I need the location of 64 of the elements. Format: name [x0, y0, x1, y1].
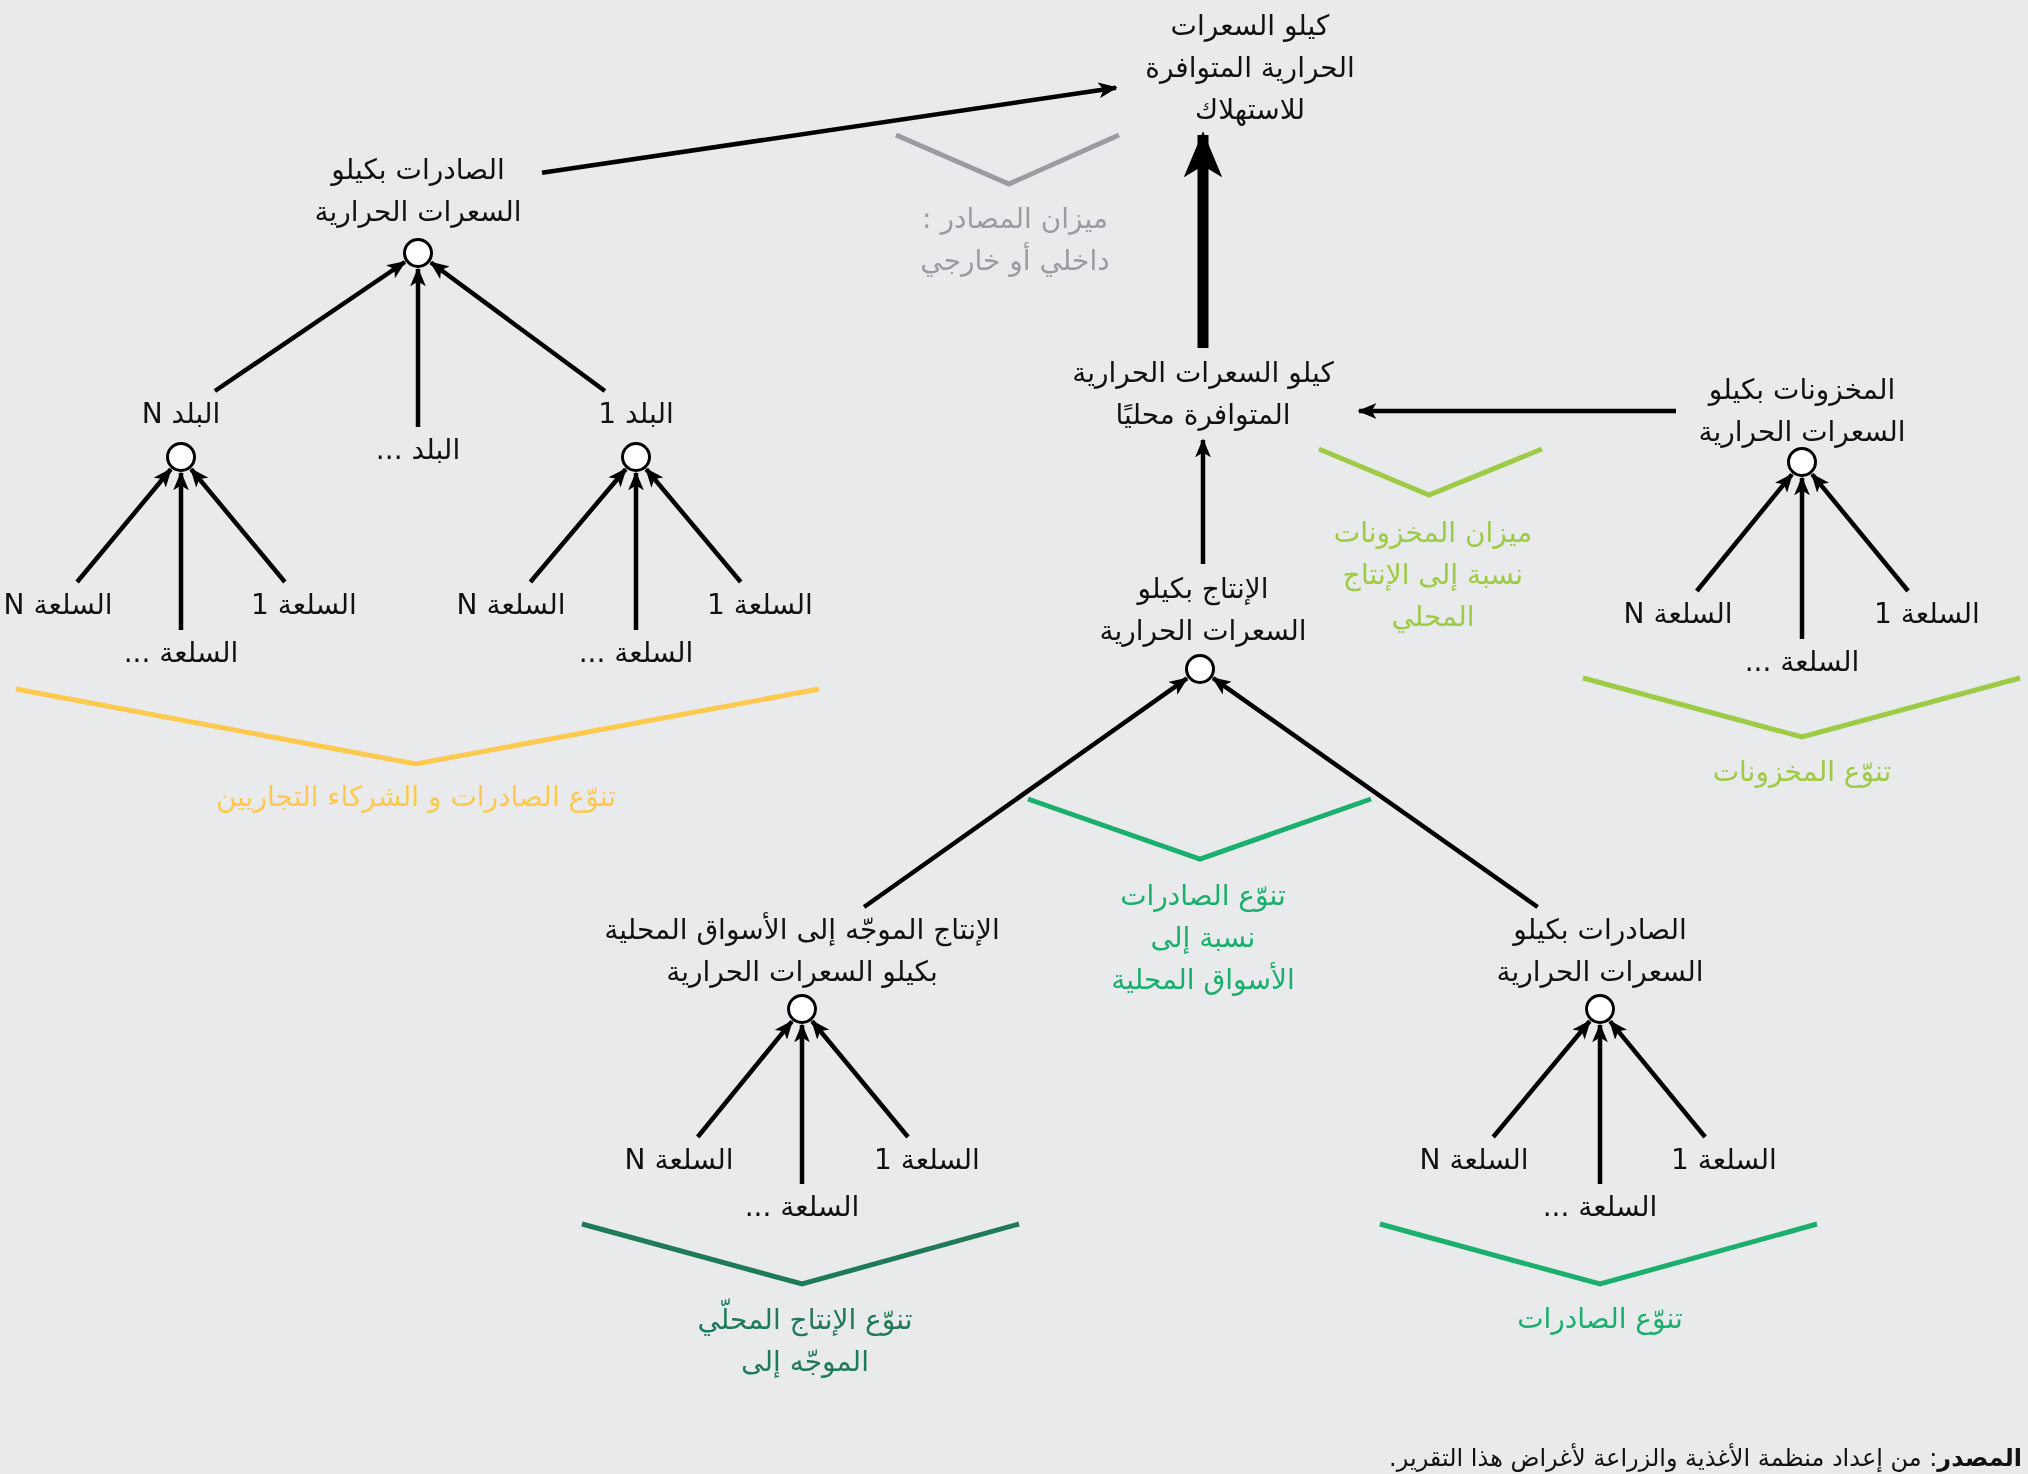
- node-text: السلعة N: [1623, 593, 1733, 635]
- arrow: [1211, 676, 1539, 909]
- junction-circle: [787, 994, 817, 1024]
- node-text: السلعة 1: [1671, 1139, 1777, 1181]
- node-text: السلعة 1: [1874, 593, 1980, 635]
- arrow: [695, 1019, 794, 1139]
- bracket-label: تنوّع الإنتاج المحلّي الموجّه إلى: [655, 1299, 955, 1383]
- node-text: كيلو السعرات الحرارية المتوافرة محليًا: [1053, 352, 1353, 436]
- arrow: [644, 467, 743, 584]
- junction-circle: [621, 442, 651, 472]
- junction-circle: [166, 442, 196, 472]
- node-text: السلعة ...: [1744, 641, 1860, 683]
- arrow: [1491, 1019, 1592, 1139]
- node-text: السلعة ...: [123, 632, 239, 674]
- arrow: [429, 260, 607, 393]
- node-text: الصادرات بكيلو السعرات الحرارية: [1480, 909, 1720, 993]
- node-text: السلعة ...: [744, 1186, 860, 1228]
- arrow: [862, 676, 1189, 909]
- arrow: [794, 1023, 810, 1184]
- arrow: [1592, 1023, 1608, 1184]
- node-text: الإنتاج الموجّه إلى الأسواق المحلية بكيلو السعرات الحرارية: [592, 909, 1012, 993]
- arrow: [173, 471, 189, 630]
- arrow: [75, 467, 173, 584]
- arrow: [528, 467, 628, 584]
- arrow: [1357, 403, 1676, 419]
- bracket-label: تنوّع المخزونات: [1712, 754, 1892, 790]
- node-text: السلعة ...: [1542, 1186, 1658, 1228]
- bracket-label: ميزان المخزونات نسبة إلى الإنتاج المحلي: [1332, 515, 1534, 635]
- arrow: [1608, 1019, 1707, 1139]
- bracket-label: تنوّع الصادرات: [1517, 1301, 1683, 1337]
- node-text: كيلو السعرات الحرارية المتوافرة للاستهلاك: [1120, 5, 1380, 131]
- node-text: البلد N: [141, 393, 221, 435]
- node-text: الصادرات بكيلو السعرات الحرارية: [298, 149, 538, 233]
- node-text: السلعة N: [1419, 1139, 1529, 1181]
- node-text: السلعة N: [456, 584, 566, 626]
- arrow: [810, 1019, 910, 1139]
- bracket-label: تنوّع الصادرات و الشركاء التجاريين: [216, 779, 616, 815]
- arrow: [628, 471, 644, 630]
- source-note: المصدر: من إعداد منظمة الأغذية والزراعة لأغراض هذا التقرير.: [1389, 1442, 2022, 1474]
- node-text: المخزونات بكيلو السعرات الحرارية: [1682, 369, 1922, 453]
- node-text: السلعة 1: [874, 1139, 980, 1181]
- node-text: البلد ...: [375, 429, 461, 471]
- junction-circle: [1185, 654, 1215, 684]
- arrow: [1810, 472, 1910, 593]
- arrow: [410, 267, 426, 427]
- arrow: [1794, 476, 1810, 639]
- arrow: [213, 260, 407, 393]
- junction-circle: [1787, 447, 1817, 477]
- arrow: [1695, 473, 1794, 593]
- arrow: [1195, 438, 1211, 564]
- bracket-label: ميزان المصادر : داخلي أو خارجي: [919, 201, 1111, 279]
- bracket-label: تنوّع الصادرات نسبة إلى الأسواق المحلية: [1110, 878, 1296, 998]
- arrow: [541, 82, 1118, 175]
- node-text: الإنتاج بكيلو السعرات الحرارية: [1083, 568, 1323, 652]
- node-text: السلعة ...: [578, 632, 694, 674]
- arrow: [189, 467, 287, 584]
- node-text: السلعة 1: [707, 584, 813, 626]
- arrow: [1183, 131, 1223, 348]
- node-text: البلد 1: [598, 393, 674, 435]
- node-text: السلعة 1: [251, 584, 357, 626]
- junction-circle: [1585, 994, 1615, 1024]
- junction-circle: [403, 238, 433, 268]
- node-text: السلعة N: [624, 1139, 734, 1181]
- node-text: السلعة N: [3, 584, 113, 626]
